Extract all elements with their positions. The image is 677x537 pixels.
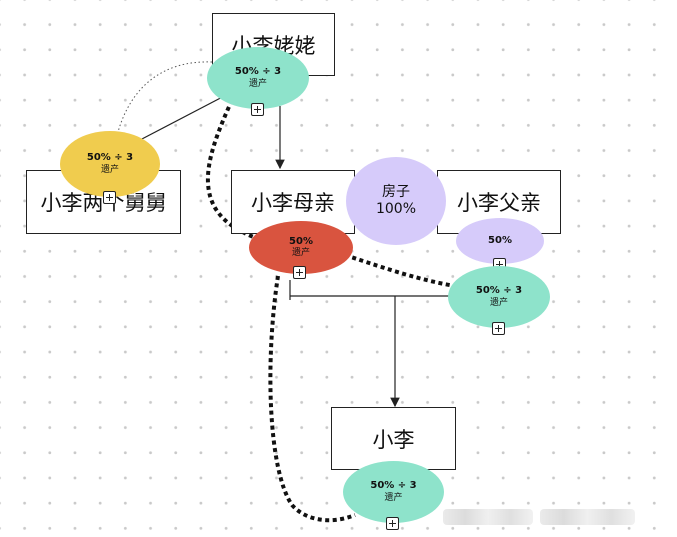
bubble-xiaoli-line1: 50% ÷ 3 (370, 480, 417, 492)
bubble-father[interactable]: 50% (456, 218, 544, 264)
bubble-father-share-line1: 50% ÷ 3 (475, 285, 523, 297)
inheritance-path-mother-to-father (344, 253, 456, 288)
bubble-father-share-line2: 遗产 (489, 297, 508, 308)
bubble-xiaoli-share[interactable]: 50% ÷ 3 遗产 (343, 461, 444, 523)
inheritance-path-mother-to-xiaoli (268, 275, 356, 523)
bubble-uncles-share[interactable]: 50% ÷ 3 遗产 (60, 131, 160, 197)
bubble-uncles-line1: 50% ÷ 3 (86, 152, 134, 164)
expand-xiaoli-icon[interactable] (386, 517, 399, 530)
watermark-blur-left (443, 509, 533, 525)
bubble-mother-line1: 50% (289, 235, 313, 247)
bubble-house[interactable]: 房子 100% (346, 157, 446, 245)
bubble-uncles-line2: 遗产 (100, 164, 119, 175)
bubble-grandma-share[interactable]: 50% ÷ 3 遗产 (207, 47, 309, 109)
bubble-grandma-line2: 遗产 (248, 78, 267, 89)
bubble-house-line1: 房子 (382, 183, 410, 200)
watermark-blur-right (540, 509, 635, 525)
bubble-father-share[interactable]: 50% ÷ 3 遗产 (448, 266, 550, 328)
bubble-house-line2: 100% (375, 201, 417, 217)
expand-mother-icon[interactable] (293, 266, 306, 279)
bubble-mother-line2: 遗产 (291, 248, 310, 259)
bubble-xiaoli-line2: 遗产 (384, 492, 403, 503)
grandma-to-uncles-line (139, 91, 233, 141)
expand-father-share-icon[interactable] (492, 322, 505, 335)
bubble-mother-share[interactable]: 50% 遗产 (249, 221, 353, 274)
grandma-to-uncles-dotted-link (117, 61, 213, 133)
bubble-grandma-line1: 50% ÷ 3 (234, 66, 282, 78)
node-xiaoli[interactable]: 小李 (331, 407, 456, 470)
expand-uncles-icon[interactable] (103, 191, 116, 204)
bubble-father-line1: 50% (488, 234, 512, 246)
expand-grandma-icon[interactable] (251, 103, 264, 116)
